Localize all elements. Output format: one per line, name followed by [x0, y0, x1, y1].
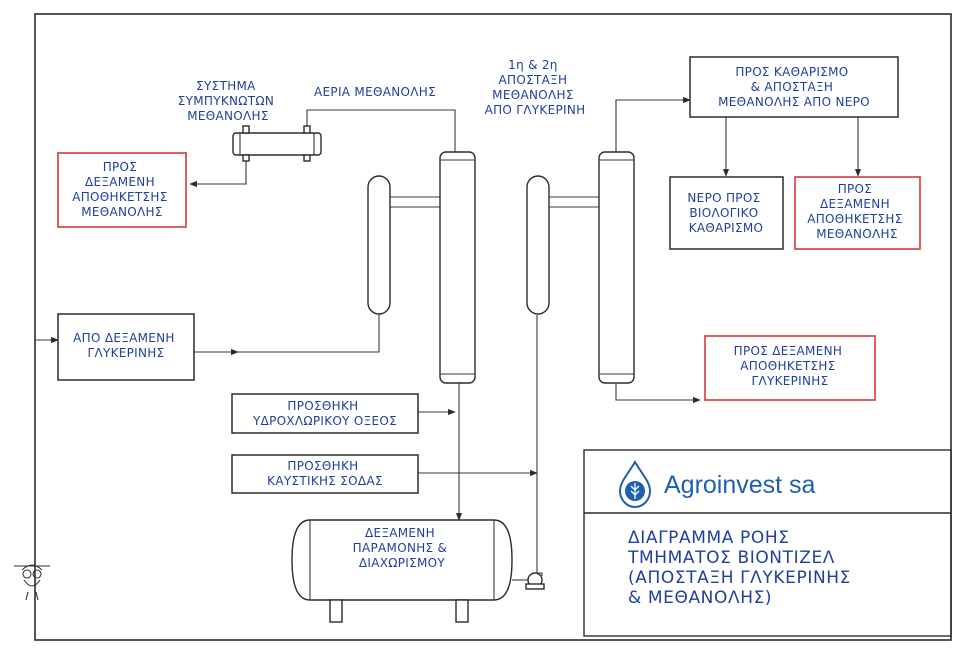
condenser-label-l1: ΣΥΣΤΗΜΑ: [196, 79, 256, 93]
from-glycerin-tank-text: ΑΠΟ ΔΕΞΑΜΕΝΗ ΓΛΥΚΕΡΙΝΗΣ: [73, 331, 179, 360]
soda-l1: ΠΡΟΣΘΗΚΗ: [287, 459, 358, 473]
to-methanol-tank-left-text: ΠΡΟΣ ΔΕΞΑΜΕΝΗ ΑΠΟΘΗΚΕΤΣΗΣ ΜΕΘΑΝΟΛΗΣ: [72, 160, 172, 219]
owl-stamp-icon: [14, 564, 50, 601]
distillation-label-l2: ΑΠΟΣΤΑΞΗ: [499, 73, 568, 87]
condenser-label: ΣΥΣΤΗΜΑ ΣΥΜΠΥΚΝΩΤΩΝ ΜΕΘΑΝΟΛΗΣ: [178, 79, 279, 123]
reboiler-column-1: [367, 175, 440, 315]
purification-text: ΠΡΟΣ ΚΑΘΑΡΙΣΜΟ & ΑΠΟΣΤΑΞΗ ΜΕΘΑΝΟΛΗΣ ΑΠΟ …: [718, 65, 870, 109]
tmr-l1: ΠΡΟΣ: [838, 182, 873, 196]
methanol-vapors-label: ΑΕΡΙΑ ΜΕΘΑΝΟΛΗΣ: [314, 85, 436, 99]
condenser-outlet-line: [189, 158, 247, 188]
to-methanol-tank-left-box: [57, 152, 187, 228]
water-bio-text: ΝΕΡΟ ΠΡΟΣ ΒΙΟΛΟΓΙΚΟ ΚΑΘΑΡΙΣΜΟ: [687, 191, 764, 235]
tml-l3: ΑΠΟΘΗΚΕΤΣΗΣ: [72, 190, 167, 204]
tgt-l2: ΑΠΟΘΗΚΕΤΣΗΣ: [740, 359, 835, 373]
tmr-l2: ΔΕΞΑΜΕΝΗ: [820, 197, 890, 211]
hcl-l2: ΥΔΡΟΧΛΩΡΙΚΟΥ ΟΞΕΟΣ: [252, 414, 397, 428]
hcl-addition-box: [231, 393, 419, 434]
condenser: [232, 125, 322, 162]
distillation-column-2: [598, 151, 635, 384]
column2-vapor-line: [615, 96, 691, 152]
glycerin-feed-line: [194, 314, 380, 353]
title-l1: ΔΙΑΓΡΑΜΜΑ ΡΟΗΣ: [628, 528, 790, 548]
condenser-label-l2: ΣΥΜΠΥΚΝΩΤΩΝ: [178, 94, 274, 108]
soda-addition-box: [231, 454, 419, 494]
diagram-title: ΔΙΑΓΡΑΜΜΑ ΡΟΗΣ ΤΜΗΜΑΤΟΣ ΒΙΟΝΤΙΖΕΛ (ΑΠΟΣΤ…: [627, 528, 857, 608]
hcl-addition-text: ΠΡΟΣΘΗΚΗ ΥΔΡΟΧΛΩΡΙΚΟΥ ΟΞΕΟΣ: [252, 399, 397, 428]
company-name: Agroinvest sa: [664, 471, 816, 499]
holding-tank-text: ΔΕΞΑΜΕΝΗ ΠΑΡΑΜΟΝΗΣ & ΔΙΑΧΩΡΙΣΜΟΥ: [353, 526, 452, 570]
condenser-label-l3: ΜΕΘΑΝΟΛΗΣ: [187, 109, 269, 123]
distillation-label-l1: 1η & 2η: [508, 58, 558, 72]
tgt-l1: ΠΡΟΣ ΔΕΞΑΜΕΝΗ: [734, 344, 843, 358]
water-bio-box: [669, 176, 784, 250]
pump-icon: [512, 572, 545, 590]
to-glycerin-tank-box: [704, 335, 876, 401]
distillation-label-l4: ΑΠΟ ΓΛΥΚΕΡΙΝΗ: [485, 103, 586, 117]
water-l1: ΝΕΡΟ ΠΡΟΣ: [687, 191, 760, 205]
fgt-l1: ΑΠΟ ΔΕΞΑΜΕΝΗ: [73, 331, 175, 345]
purif-l1: ΠΡΟΣ ΚΑΘΑΡΙΣΜΟ: [735, 65, 848, 79]
distillation-label: 1η & 2η ΑΠΟΣΤΑΞΗ ΜΕΘΑΝΟΛΗΣ ΑΠΟ ΓΛΥΚΕΡΙΝΗ: [485, 58, 586, 117]
distillation-column-1: [439, 151, 476, 384]
water-l2: ΒΙΟΛΟΓΙΚΟ: [689, 206, 758, 220]
to-methanol-tank-right-box: [794, 176, 921, 250]
title-l3: (ΑΠΟΣΤΑΞΗ ΓΛΥΚΕΡΙΝΗΣ: [628, 568, 851, 588]
from-glycerin-tank-box: [57, 313, 195, 381]
title-l4: & ΜΕΘΑΝΟΛΗΣ): [628, 588, 772, 608]
tmr-l3: ΑΠΟΘΗΚΕΤΣΗΣ: [807, 212, 902, 226]
tml-l1: ΠΡΟΣ: [103, 160, 138, 174]
purif-l2: & ΑΠΟΣΤΑΞΗ: [751, 80, 834, 94]
tgt-l3: ΓΛΥΚΕΡΙΝΗΣ: [751, 374, 828, 388]
ht-l3: ΔΙΑΧΩΡΙΣΜΟΥ: [359, 556, 446, 570]
ht-l2: ΠΑΡΑΜΟΝΗΣ &: [353, 541, 448, 555]
to-glycerin-tank-text: ΠΡΟΣ ΔΕΞΑΜΕΝΗ ΑΠΟΘΗΚΕΤΣΗΣ ΓΛΥΚΕΡΙΝΗΣ: [734, 344, 847, 388]
methanol-vapor-line: [306, 109, 456, 152]
drop-logo-icon: [618, 460, 652, 509]
soda-addition-text: ΠΡΟΣΘΗΚΗ ΚΑΥΣΤΙΚΗΣ ΣΟΔΑΣ: [267, 459, 383, 488]
purification-box: [689, 56, 899, 118]
holding-tank: [291, 519, 513, 623]
tml-l2: ΔΕΞΑΜΕΝΗ: [85, 175, 155, 189]
tmr-l4: ΜΕΘΑΝΟΛΗΣ: [816, 227, 898, 241]
hcl-l1: ΠΡΟΣΘΗΚΗ: [287, 399, 358, 413]
purif-l3: ΜΕΘΑΝΟΛΗΣ ΑΠΟ ΝΕΡΟ: [718, 95, 870, 109]
tml-l4: ΜΕΘΑΝΟΛΗΣ: [81, 205, 163, 219]
reboiler-column-2: [526, 175, 599, 315]
water-l3: ΚΑΘΑΡΙΣΜΟ: [689, 221, 764, 235]
to-methanol-tank-right-text: ΠΡΟΣ ΔΕΞΑΜΕΝΗ ΑΠΟΘΗΚΕΤΣΗΣ ΜΕΘΑΝΟΛΗΣ: [807, 182, 907, 241]
ht-l1: ΔΕΞΑΜΕΝΗ: [365, 526, 435, 540]
feed-line-left: [34, 20, 59, 344]
soda-l2: ΚΑΥΣΤΙΚΗΣ ΣΟΔΑΣ: [267, 474, 383, 488]
fgt-l2: ΓΛΥΚΕΡΙΝΗΣ: [87, 346, 164, 360]
distillation-label-l3: ΜΕΘΑΝΟΛΗΣ: [492, 88, 574, 102]
title-l2: ΤΜΗΜΑΤΟΣ ΒΙΟΝΤΙΖΕΛ: [627, 548, 835, 568]
column2-bottom-line: [615, 383, 701, 404]
title-block: Agroinvest sa ΔΙΑΓΡΑΜΜΑ ΡΟΗΣ ΤΜΗΜΑΤΟΣ ΒΙ…: [583, 449, 952, 637]
